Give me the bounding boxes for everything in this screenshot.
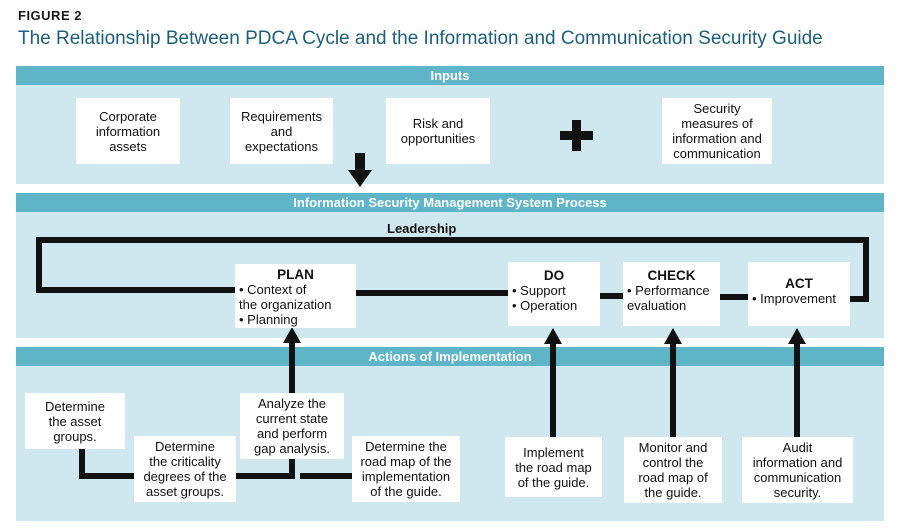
do-title: DO (543, 268, 565, 283)
plan-box: PLAN • Context of the organization • Pla… (235, 264, 356, 328)
action-criticality: Determine the criticality degrees of the… (134, 436, 236, 502)
action-roadmap: Determine the road map of the implementa… (352, 436, 460, 502)
act-box: ACT • Improvement (748, 262, 850, 326)
input-requirements: Requirements and expectations (230, 98, 333, 164)
leadership-label: Leadership (387, 221, 457, 236)
input-corporate-assets: Corporate information assets (76, 98, 180, 164)
inputs-header: Inputs (16, 66, 884, 85)
action-asset-groups: Determine the asset groups. (25, 393, 125, 449)
act-items: • Improvement (752, 291, 837, 306)
isms-header: Information Security Management System P… (16, 193, 884, 212)
action-implement: Implement the road map of the guide. (505, 437, 602, 497)
input-risk: Risk and opportunities (386, 98, 490, 164)
action-audit: Audit information and communication secu… (742, 437, 853, 503)
plan-items: • Context of the organization • Planning (239, 282, 332, 327)
plan-title: PLAN (277, 267, 314, 282)
check-box: CHECK • Performance evaluation (623, 262, 720, 326)
act-title: ACT (785, 276, 813, 291)
figure-label: FIGURE 2 (18, 8, 82, 23)
action-gap-analysis: Analyze the current state and perform ga… (240, 393, 344, 459)
check-title: CHECK (647, 268, 696, 283)
figure-title: The Relationship Between PDCA Cycle and … (18, 28, 823, 49)
actions-header: Actions of Implementation (16, 347, 884, 366)
action-monitor: Monitor and control the road map of the … (624, 437, 722, 503)
do-box: DO • Support • Operation (508, 262, 600, 326)
input-security-measures: Security measures of information and com… (662, 98, 772, 164)
do-items: • Support • Operation (512, 283, 578, 313)
check-items: • Performance evaluation (627, 283, 710, 313)
